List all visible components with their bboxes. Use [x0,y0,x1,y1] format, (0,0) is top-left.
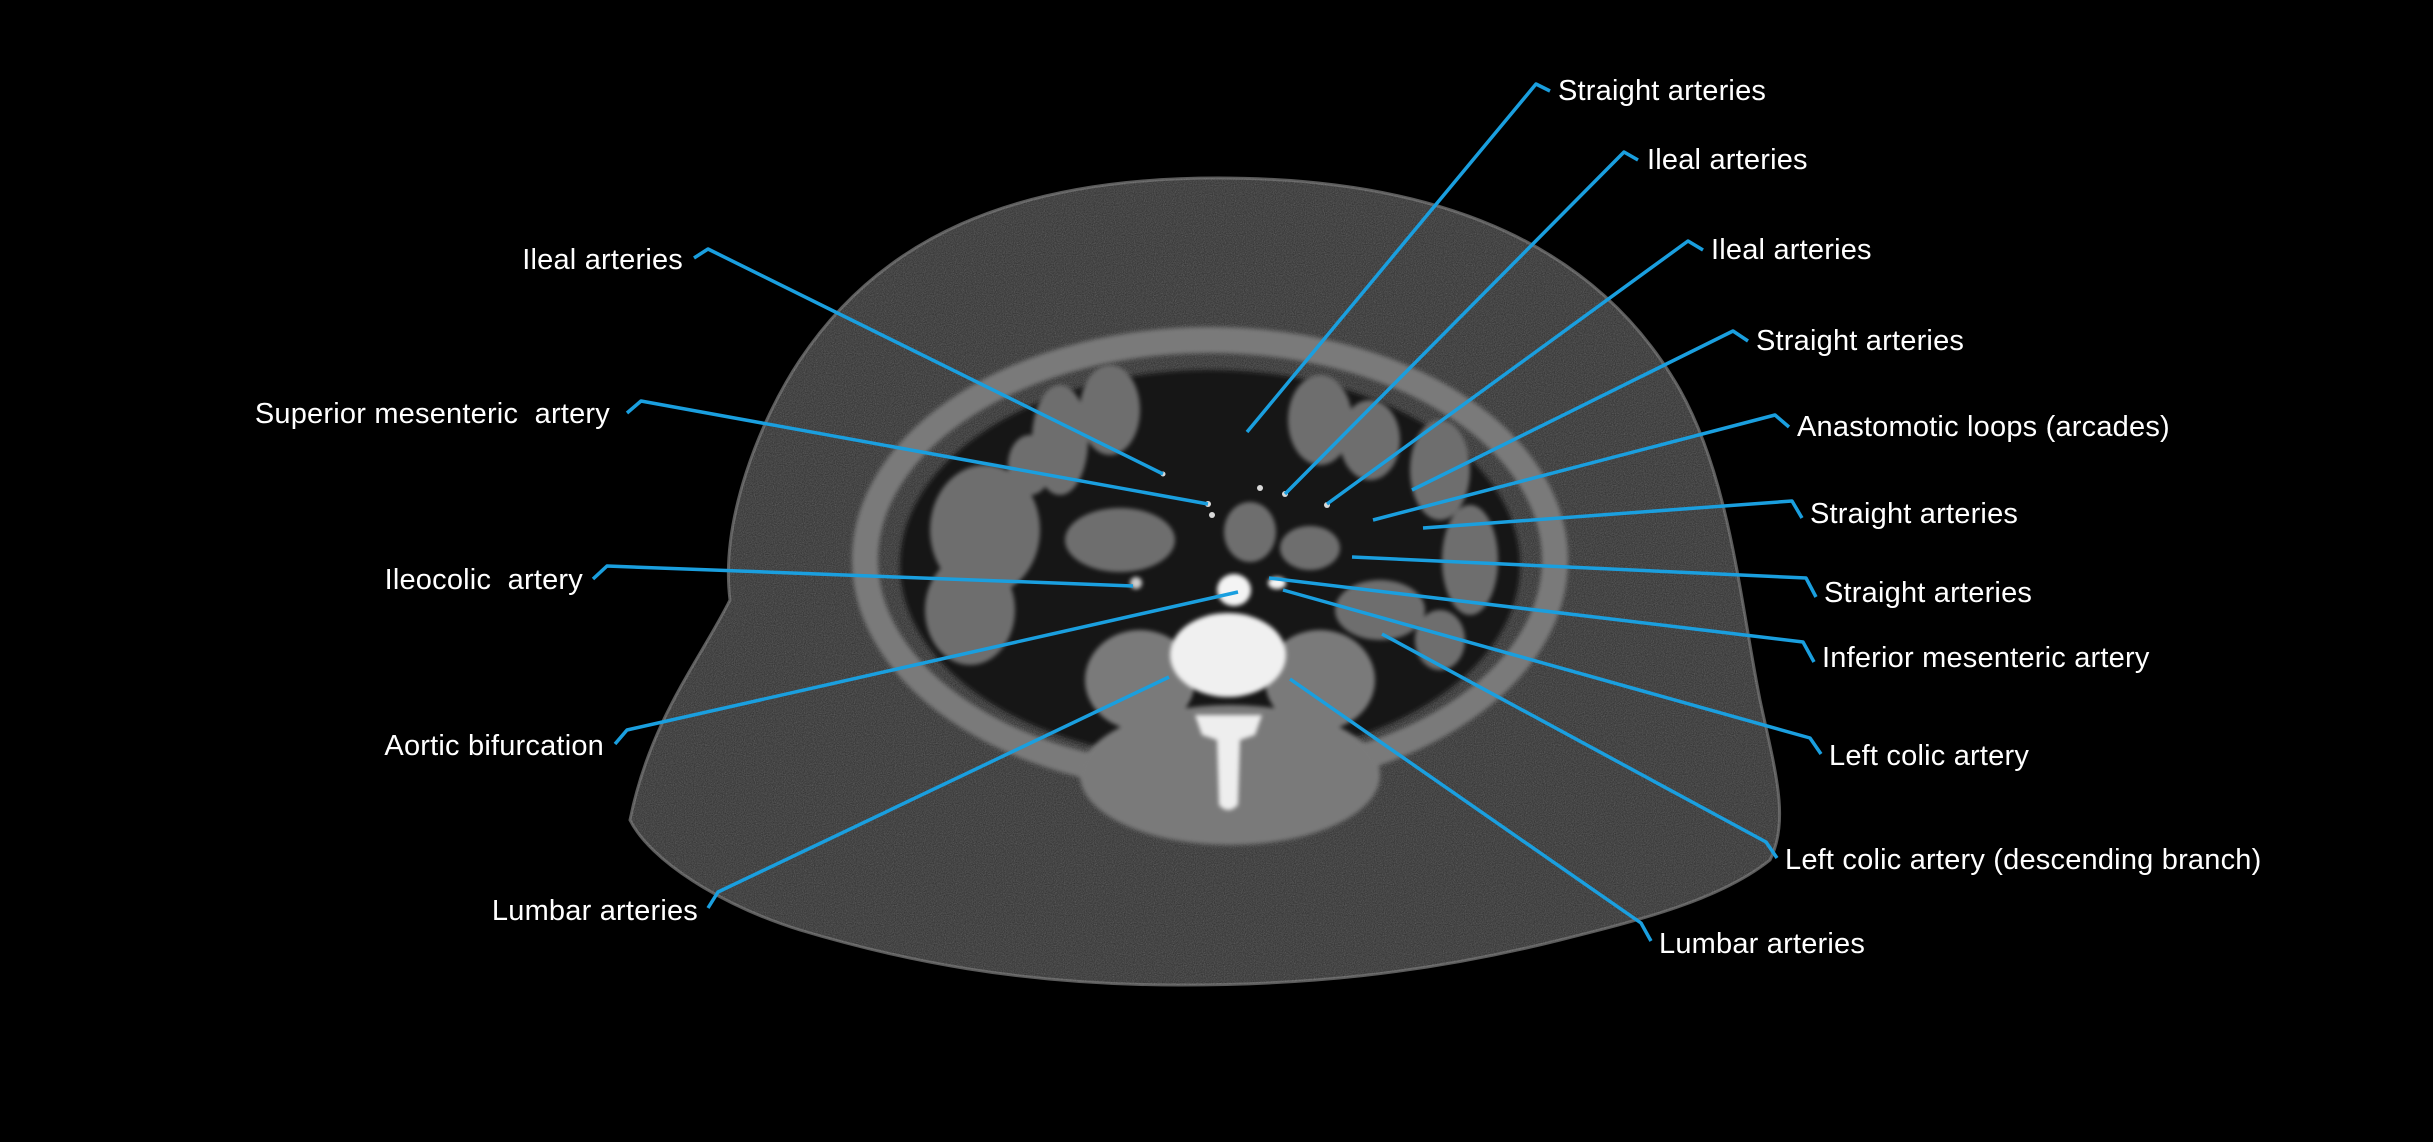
label-straight-6: Straight arteries [1810,498,2019,530]
leader-line-sma [625,399,1209,506]
leader-lines [591,82,1823,942]
label-aortic-bif: Aortic bifurcation [384,730,604,762]
label-straight-7: Straight arteries [1824,577,2033,609]
leader-line-anastomotic [1372,413,1791,522]
label-anastomotic: Anastomotic loops (arcades) [1797,411,2170,443]
leader-line-ileal-3 [1325,239,1704,506]
label-left-colic-desc: Left colic artery (descending branch) [1785,844,2262,876]
label-ileal-left: Ileal arteries [522,244,683,276]
leader-line-ileal-left [693,247,1164,476]
leader-line-lumbar-right [1289,677,1653,942]
label-ima: Inferior mesenteric artery [1822,642,2150,674]
label-lumbar-right: Lumbar arteries [1659,928,1866,960]
leader-line-left-colic-desc [1381,632,1779,859]
leader-line-ima [1268,576,1816,663]
leader-line-left-colic [1282,588,1823,755]
leader-line-straight-1 [1245,82,1551,434]
leader-line-aortic-bif [613,590,1239,746]
label-sma: Superior mesenteric artery [254,398,610,430]
label-left-colic: Left colic artery [1829,740,2030,772]
label-ileal-2: Ileal arteries [1647,144,1808,176]
label-ileocolic: Ileocolic artery [384,564,583,596]
vertebra [1170,613,1286,810]
label-ileal-3: Ileal arteries [1711,234,1872,266]
leader-line-ileocolic [591,564,1134,588]
leader-line-straight-6 [1422,499,1804,530]
leader-line-straight-4 [1411,329,1749,492]
label-straight-4: Straight arteries [1756,325,1965,357]
muscles [1080,630,1380,845]
leader-line-straight-7 [1351,555,1818,598]
label-straight-1: Straight arteries [1558,75,1767,107]
leader-line-lumbar-left [706,675,1170,909]
leader-line-ileal-2 [1283,150,1639,496]
label-lumbar-left: Lumbar arteries [491,895,698,927]
